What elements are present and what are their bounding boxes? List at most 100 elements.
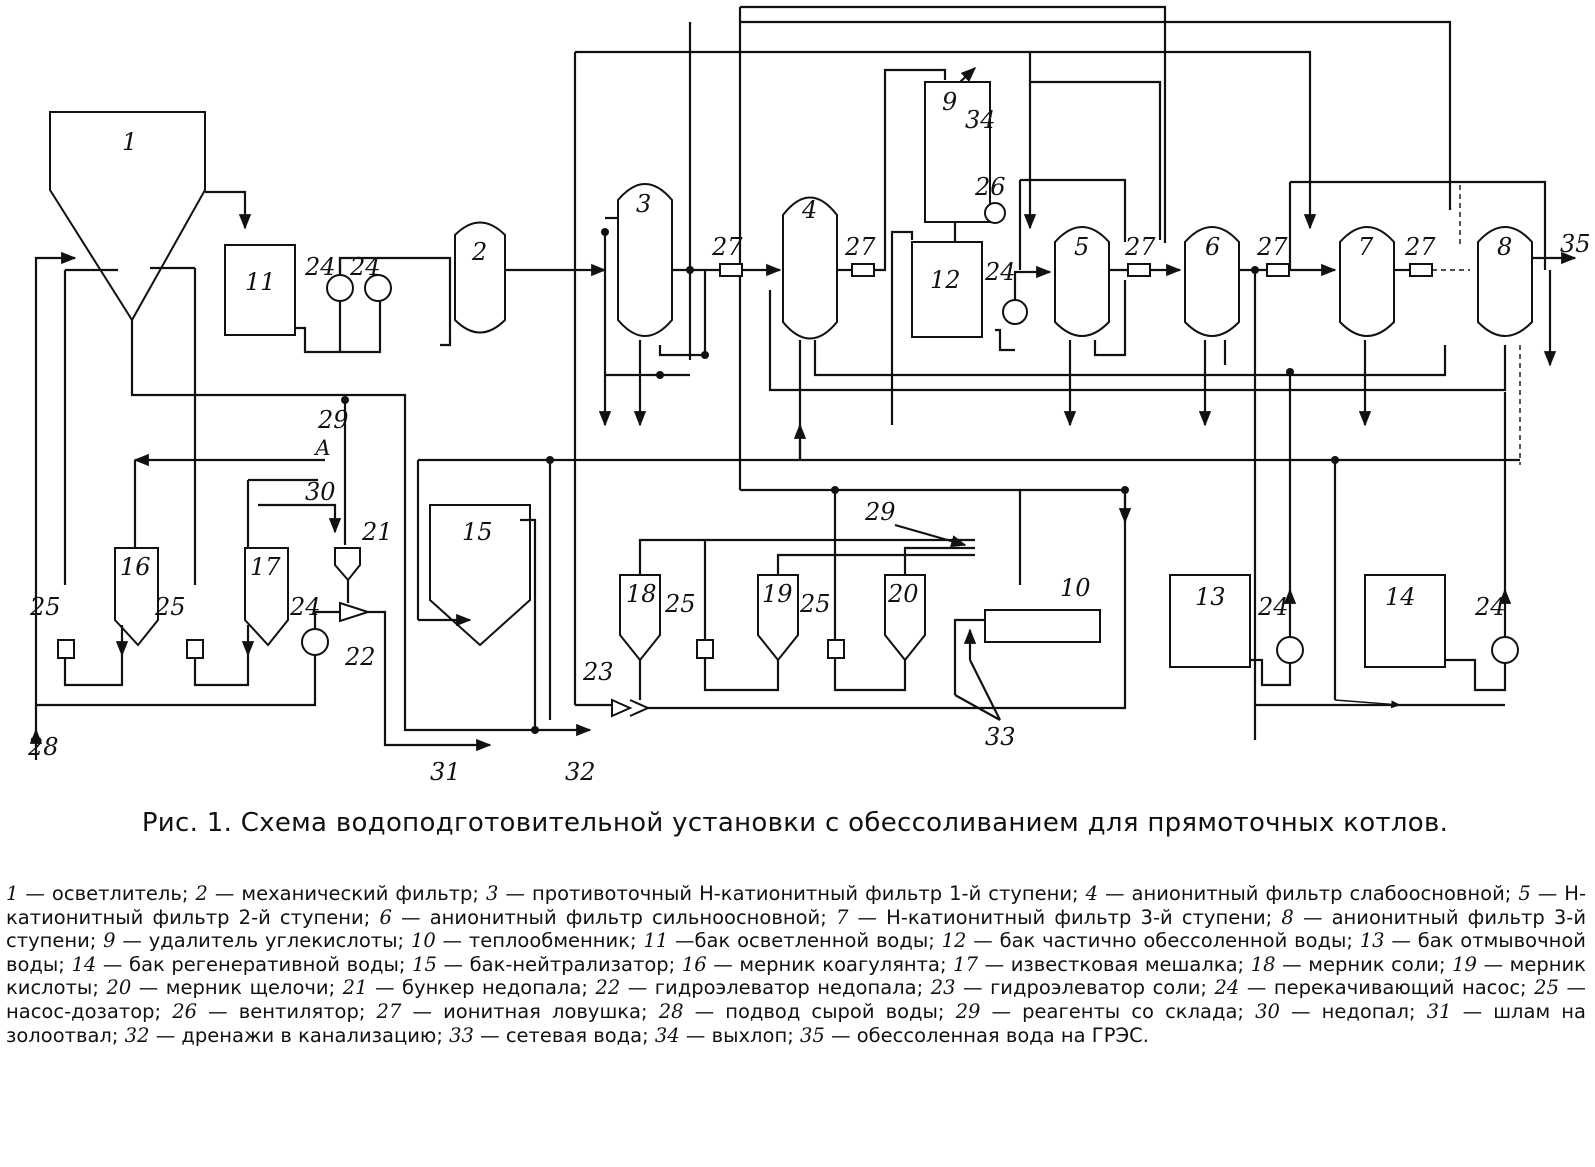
label-20: 20 [887, 580, 919, 608]
anion-filter-8: 8 35 [1459, 185, 1591, 465]
dosing-pumps-25-left: 25 25 24 [29, 593, 340, 707]
label-25-b: 25 [154, 593, 186, 621]
label-4: 4 [801, 196, 817, 224]
label-22: 22 [344, 643, 376, 671]
legend-text: — перекачивающий насос; [1239, 976, 1535, 1000]
legend-text: — подвод сырой воды; [683, 999, 956, 1023]
legend-entry: 17 — известковая мешалка; [953, 953, 1251, 976]
legend-text: — реагенты со склада; [980, 999, 1256, 1023]
legend-entry: 31 — шлам на золоотвал; [6, 1000, 1586, 1047]
legend-number: 18 [1250, 952, 1276, 976]
legend-text: — известковая мешалка; [978, 952, 1251, 976]
label-9: 9 [942, 88, 957, 116]
legend-entry: 11 —бак осветленной воды; [643, 929, 941, 952]
legend-entry: 26 — вентилятор; [172, 1000, 376, 1023]
legend-text: — анионитный фильтр сильноосновной; [391, 905, 836, 929]
legend-number: 5 [1518, 882, 1531, 905]
legend-entry: 34 — выхлоп; [655, 1024, 800, 1047]
pump-24-f [1491, 636, 1519, 664]
legend-text: — бункер недопала; [367, 976, 596, 1000]
label-19: 19 [762, 580, 793, 608]
label-27-b: 27 [844, 233, 876, 261]
legend-text: — ионитная ловушка; [401, 999, 659, 1023]
legend-entry: 28 — подвод сырой воды; [659, 1000, 956, 1023]
legend-text: — бак-нейтрализатор; [436, 952, 682, 976]
legend-text: — теплообменник; [435, 929, 644, 953]
legend-entry: 32 — дренажи в канализацию; [125, 1024, 449, 1047]
h-cation-filter-3: 3 [598, 183, 720, 427]
label-11: 11 [245, 268, 276, 296]
regen-water-tank-14: 14 24 [1255, 392, 1519, 709]
legend-entry: 21 — бункер недопала; [343, 976, 596, 999]
anion-filter-6: 6 [1184, 180, 1547, 740]
legend-text: — бак частично обессоленной воды; [966, 929, 1360, 953]
legend-text: — Н-катионитный фильтр 3-й ступени; [848, 905, 1282, 929]
label-32: 32 [565, 758, 596, 786]
legend-number: 12 [941, 929, 967, 953]
label-27-e: 27 [1404, 233, 1436, 261]
label-34: 34 [965, 106, 996, 134]
anion-filter-4: 4 [768, 68, 1507, 460]
legend-text: — вентилятор; [197, 999, 377, 1023]
label-8: 8 [1497, 233, 1512, 261]
legend-text: — шлам на золоотвал; [6, 999, 1586, 1047]
legend-text: — бак регенеративной воды; [96, 952, 413, 976]
legend-entry: 24 — перекачивающий насос; [1214, 976, 1534, 999]
label-27-d: 27 [1256, 233, 1288, 261]
legend-entry: 14 — бак регенеративной воды; [71, 953, 412, 976]
label-27-a: 27 [711, 233, 743, 261]
legend-text: — мерник соли; [1275, 952, 1453, 976]
alkali-tank-20 [884, 574, 926, 662]
legend-number: 27 [376, 999, 402, 1023]
label-14: 14 [1385, 583, 1416, 611]
legend-entry: 3 — противоточный Н-катионитный фильтр 1… [486, 882, 1086, 905]
legend-number: 32 [124, 1023, 150, 1047]
legend-number: 30 [1255, 999, 1280, 1023]
legend-number: 20 [106, 976, 132, 1000]
wash-water-tank-13: 13 24 [1169, 368, 1304, 687]
legend-entry: 7 — Н-катионитный фильтр 3-й ступени; [836, 906, 1281, 929]
figure-legend: 1 — осветлитель; 2 — механический фильтр… [6, 882, 1586, 1047]
label-30: 30 [305, 478, 336, 506]
legend-text: — удалитель углекислоты; [115, 929, 411, 953]
reagent-dosing: 29 А 30 21 22 31 [133, 396, 492, 786]
pump-24-c [1002, 299, 1028, 325]
label-35: 35 [1560, 230, 1591, 258]
label-28: 28 [27, 733, 59, 761]
legend-text: — обессоленная вода на ГРЭС. [824, 1023, 1149, 1047]
legend-text: — анионитный фильтр 3-й ступени; [6, 905, 1586, 953]
legend-number: 35 [799, 1023, 825, 1047]
legend-number: 3 [486, 882, 499, 905]
legend-text: — противоточный Н-катионитный фильтр 1-й… [498, 882, 1086, 905]
legend-number: 11 [643, 929, 669, 953]
legend-text: — гидроэлеватор соли; [955, 976, 1215, 1000]
label-29-a: 29 [317, 406, 349, 434]
pump-24-b [364, 274, 392, 302]
legend-text: — мерник щелочи; [131, 976, 343, 1000]
legend-entry: 23 — гидроэлеватор соли; [931, 976, 1215, 999]
legend-number: 8 [1281, 905, 1294, 929]
label-24-b: 24 [349, 253, 381, 281]
pump-24-d [301, 628, 329, 656]
legend-number: 19 [1452, 952, 1477, 976]
legend-number: 22 [595, 976, 621, 1000]
heat-exchanger-10: 10 33 [953, 574, 1101, 751]
label-a: А [313, 436, 331, 460]
legend-number: 17 [953, 952, 978, 976]
label-25-c: 25 [664, 590, 696, 618]
legend-text: — анионитный фильтр слабоосновной; [1098, 882, 1519, 905]
tank-12: 12 24 [890, 230, 1052, 425]
legend-number: 33 [449, 1023, 474, 1047]
label-23: 23 [582, 658, 614, 686]
legend-entry: 9 — удалитель углекислоты; [103, 929, 411, 952]
label-3: 3 [636, 190, 651, 218]
legend-number: 14 [71, 952, 97, 976]
legend-number: 34 [654, 1023, 680, 1047]
legend-entry: 30 — недопал; [1255, 1000, 1427, 1023]
legend-number: 31 [1426, 999, 1452, 1023]
label-21: 21 [361, 518, 393, 546]
legend-number: 9 [103, 929, 116, 953]
legend-number: 10 [410, 929, 436, 953]
legend-text: — Н-катионитный фильтр 2-й ступени; [6, 882, 1586, 929]
legend-text: — осветлитель; [18, 882, 196, 905]
